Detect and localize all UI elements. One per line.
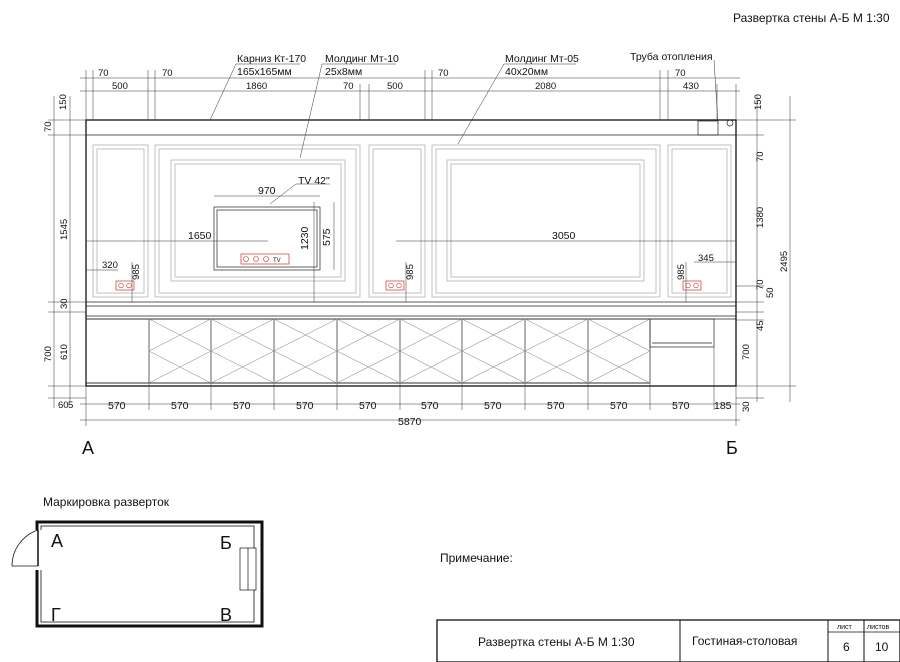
dim-bottom-5: 570: [359, 400, 377, 412]
dim-left-610: 610: [59, 344, 70, 360]
dim-socket-right-h: 985: [676, 264, 687, 280]
dim-total-width: 5870: [398, 416, 422, 428]
dim-top-1860: 1860: [246, 81, 267, 92]
heating-pipe-box: [697, 120, 719, 136]
dim-right-70-top: 70: [755, 151, 766, 162]
socket-tv-block: TV: [240, 253, 290, 265]
dim-top-70-a: 70: [98, 68, 109, 79]
title-block-drawing-name: Развертка стены А-Б М 1:30: [478, 635, 635, 649]
dim-left-60: 60: [58, 400, 69, 411]
dim-bottom-1: 570: [108, 400, 126, 412]
title-block-sheets: 10: [875, 640, 889, 654]
socket-middle: [385, 280, 405, 291]
title-block-sheet: 6: [843, 640, 850, 654]
callout-molding-large-size: 40х20мм: [505, 66, 548, 78]
wall-label-left: А: [82, 438, 94, 458]
title-block-sheets-header: листов: [867, 624, 890, 631]
tv-outline: [213, 206, 321, 271]
interior-dimension-lines: [86, 195, 736, 302]
dim-left-700: 700: [43, 346, 54, 362]
tv-screen: [216, 209, 318, 268]
wall-label-right: Б: [726, 438, 738, 458]
top-dimensions: [80, 70, 740, 120]
dim-right-45: 45: [755, 320, 766, 331]
note-label: Примечание:: [440, 551, 513, 565]
drawing-header-title: Развертка стены А-Б М 1:30: [733, 11, 890, 25]
dim-bottom-9: 570: [610, 400, 628, 412]
wall-outline: [85, 119, 737, 387]
bottom-dimension-lines: [80, 347, 740, 426]
dim-bottom-3: 570: [233, 400, 251, 412]
dim-top-70-d: 70: [438, 68, 449, 79]
dim-top-70-b: 70: [162, 68, 173, 79]
dim-tv-height-b: 575: [321, 228, 333, 246]
legend-corner-a: А: [51, 531, 63, 551]
callout-leaders: [209, 59, 719, 205]
dim-right-150: 150: [753, 94, 764, 110]
dim-tv-height-a: 1230: [299, 226, 311, 250]
title-block: [436, 619, 900, 662]
dim-bottom-4: 570: [296, 400, 314, 412]
right-dimension-lines: [736, 96, 796, 402]
dim-tv-width: 970: [258, 185, 276, 197]
callout-cornice-name: Карниз Кт-170: [237, 53, 306, 65]
dim-top-500-b: 500: [387, 81, 403, 92]
legend-corner-b: Б: [220, 533, 232, 553]
heating-pipe: [726, 119, 734, 127]
dim-bottom-8: 570: [547, 400, 565, 412]
dim-bottom-6: 570: [421, 400, 439, 412]
dim-right-2495: 2495: [779, 251, 790, 272]
socket-left: [115, 280, 135, 291]
dim-left-5: 5: [68, 400, 73, 411]
dim-bottom-11: 185: [714, 400, 732, 412]
dim-top-430: 430: [683, 81, 699, 92]
dim-top-500-a: 500: [112, 81, 128, 92]
dim-socket-mid-h: 985: [405, 264, 416, 280]
dim-socket-left-x: 320: [102, 260, 118, 271]
dim-left-30: 30: [59, 298, 70, 309]
dim-left-1545: 1545: [59, 219, 70, 240]
dim-left-150: 150: [58, 94, 69, 110]
dim-top-70-e: 70: [675, 68, 686, 79]
legend-room-plan: [11, 520, 264, 628]
base-cabinets: [85, 318, 715, 384]
callout-tv: TV 42": [298, 175, 330, 187]
dim-left-70: 70: [43, 121, 54, 132]
legend-corner-g: Г: [51, 605, 61, 625]
callout-molding-large-name: Молдинг Мт-05: [505, 53, 579, 65]
dim-right-70-mid: 70: [755, 279, 766, 290]
callout-molding-small-size: 25х8мм: [325, 66, 362, 78]
dim-bottom-10: 570: [672, 400, 690, 412]
molding-panels: [92, 144, 732, 298]
dim-top-70-c: 70: [343, 81, 354, 92]
title-block-sheet-header: лист: [837, 624, 852, 631]
callout-cornice-size: 165х165мм: [237, 66, 292, 78]
title-block-room: Гостиная-столовая: [692, 634, 797, 648]
dim-right-30: 30: [741, 401, 752, 412]
legend-title: Маркировка разверток: [43, 495, 170, 509]
tv-socket-label: TV: [273, 258, 281, 264]
callout-heating-pipe: Труба отопления: [630, 51, 713, 63]
dim-right-50: 50: [765, 287, 776, 298]
socket-right: [682, 280, 702, 291]
dim-bottom-2: 570: [171, 400, 189, 412]
left-dimension-lines: [48, 96, 86, 408]
dim-top-2080: 2080: [535, 81, 556, 92]
dim-tv-offset: 1650: [188, 230, 212, 242]
dim-right-1380: 1380: [755, 207, 766, 228]
dim-socket-left-h: 985: [131, 264, 142, 280]
callout-molding-small-name: Молдинг Мт-10: [325, 53, 399, 65]
dim-center-span: 3050: [552, 230, 576, 242]
dim-right-700: 700: [741, 344, 752, 360]
dim-socket-right-x: 345: [698, 253, 714, 264]
dim-bottom-7: 570: [484, 400, 502, 412]
legend-corner-v: В: [220, 605, 232, 625]
